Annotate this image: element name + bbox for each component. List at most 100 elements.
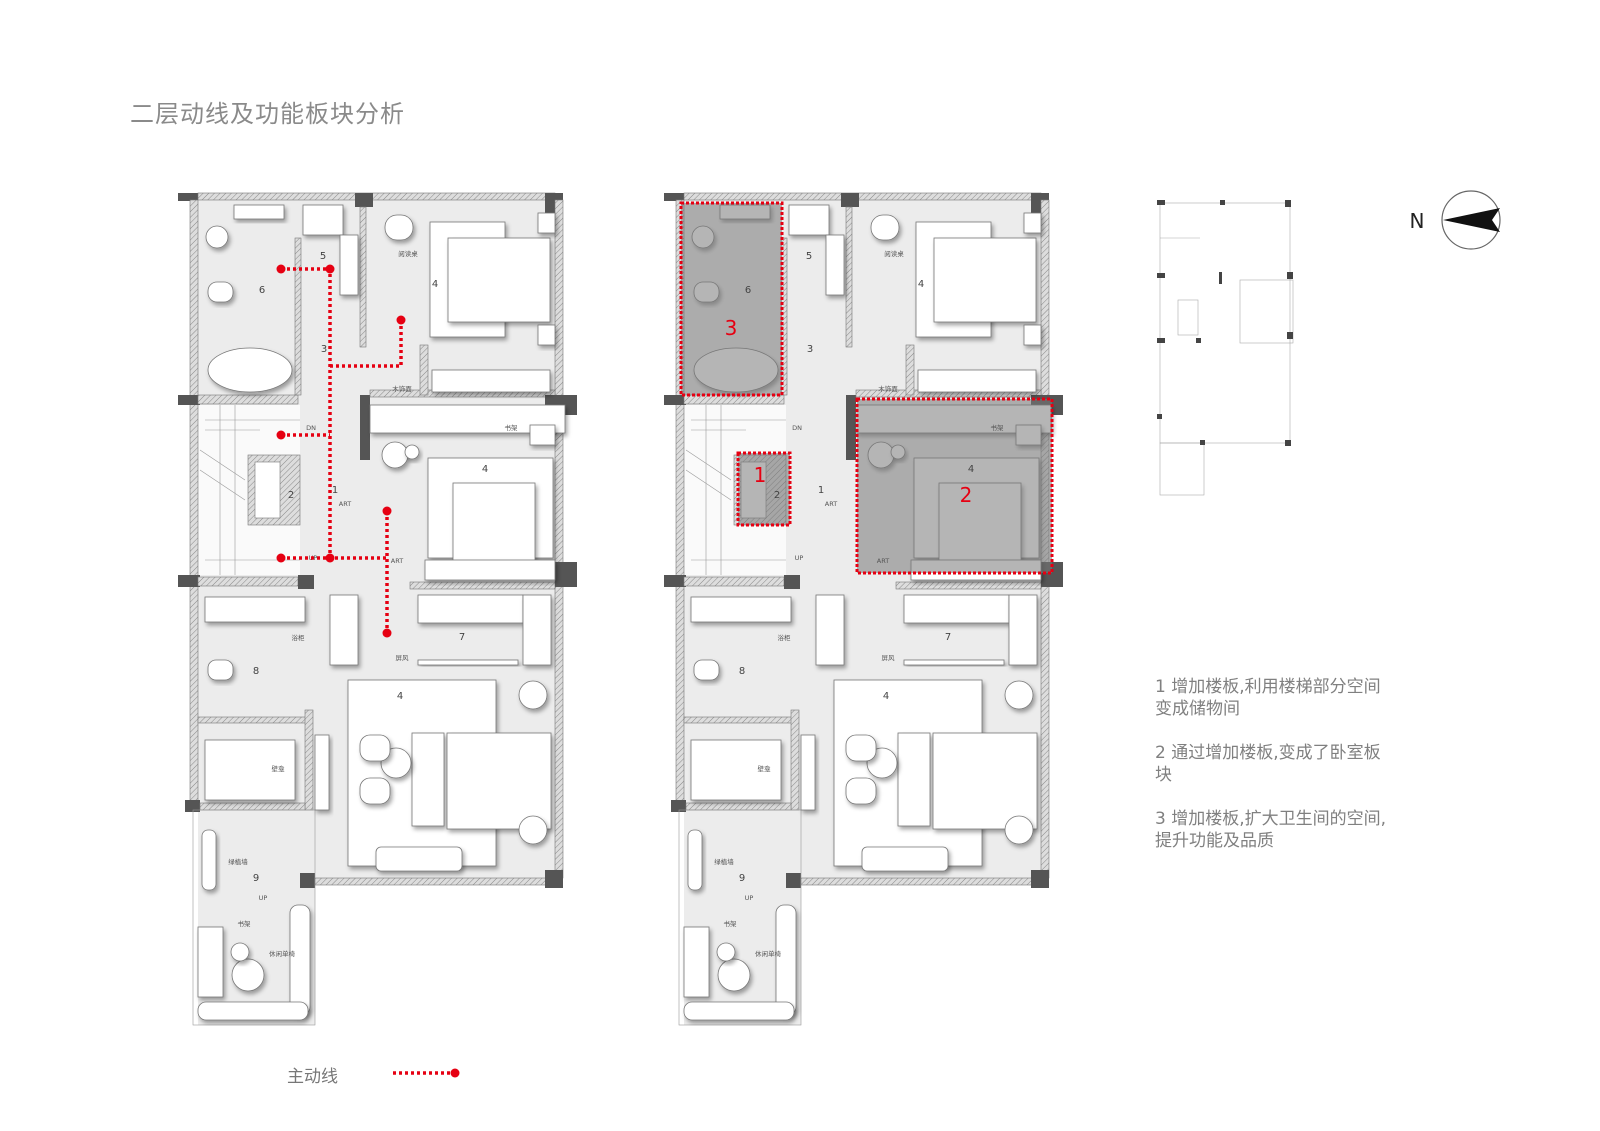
wardrobe xyxy=(431,369,551,393)
furniture-label: 壁龛 xyxy=(272,764,286,773)
column xyxy=(178,575,200,587)
cabinet xyxy=(825,234,845,296)
bookshelf xyxy=(683,926,710,998)
art-label: ART xyxy=(391,557,403,565)
side-table xyxy=(518,815,548,845)
vanity xyxy=(204,596,306,623)
side-table xyxy=(404,444,420,460)
room-number: 6 xyxy=(745,285,751,296)
headboard-cabinet xyxy=(424,559,556,581)
wall xyxy=(197,192,556,201)
furniture-label: 阅读桌 xyxy=(398,249,418,258)
art-label: ART xyxy=(825,500,837,508)
column xyxy=(178,395,200,405)
wall xyxy=(685,802,792,811)
green-wall xyxy=(201,829,217,891)
art-label: ART xyxy=(339,500,351,508)
furniture-label: 浴柜 xyxy=(778,633,792,642)
furniture-label: 阅读桌 xyxy=(884,249,904,258)
wall xyxy=(800,877,1042,886)
armchair xyxy=(845,734,877,762)
zone-label: 3 xyxy=(725,316,738,340)
room-number: 1 xyxy=(332,485,338,496)
niche-cabinet xyxy=(690,739,782,801)
room-number: 4 xyxy=(482,464,488,475)
column xyxy=(545,870,563,888)
room-number: 7 xyxy=(945,632,951,643)
furniture-label: 屏风 xyxy=(396,654,410,662)
furniture-label: 休闲单椅 xyxy=(755,949,782,958)
route-dot xyxy=(325,553,335,563)
wall xyxy=(664,193,684,201)
stair-label: UP xyxy=(259,894,268,902)
north-compass: N xyxy=(1410,190,1501,250)
furniture-label: 书架 xyxy=(724,919,738,928)
toilet xyxy=(207,281,234,303)
wardrobe xyxy=(522,594,552,666)
wall xyxy=(846,395,856,460)
wall xyxy=(189,199,199,811)
column xyxy=(786,873,801,888)
wardrobe xyxy=(903,594,1010,624)
room-number: 5 xyxy=(806,251,812,262)
wall xyxy=(197,394,299,405)
route-dot xyxy=(382,628,392,638)
wall xyxy=(683,192,1042,201)
bookshelf xyxy=(197,926,224,998)
room-number: 3 xyxy=(807,344,813,355)
bed xyxy=(932,732,1038,830)
route-dot xyxy=(325,264,335,274)
column xyxy=(300,873,315,888)
side-table xyxy=(1004,815,1034,845)
niche-cabinet xyxy=(204,739,296,801)
room-number: 1 xyxy=(818,485,824,496)
leisure-chair xyxy=(231,958,265,992)
compass-north-label: N xyxy=(1410,209,1425,233)
wardrobe xyxy=(1008,594,1038,666)
route-dot xyxy=(396,315,406,325)
screen xyxy=(903,659,1005,666)
main-circulation-route xyxy=(276,264,406,638)
wall xyxy=(360,395,370,460)
armchair xyxy=(845,777,877,805)
route-dot xyxy=(276,430,286,440)
tv-bench xyxy=(861,846,949,872)
note-2: 2 通过增加楼板,变成了卧室板块 xyxy=(1155,743,1381,785)
wall xyxy=(314,877,556,886)
room-number: 3 xyxy=(321,344,327,355)
zone-3-bathroom xyxy=(679,201,784,397)
basin xyxy=(205,225,229,249)
zone-2-bedroom xyxy=(855,397,1054,575)
wardrobe xyxy=(417,594,524,624)
wall xyxy=(554,199,564,879)
page-title: 二层动线及功能板块分析 xyxy=(130,100,405,128)
bed xyxy=(446,732,552,830)
furniture-label: 书架 xyxy=(505,423,519,432)
furniture-label: 木饰面 xyxy=(878,384,898,393)
bench xyxy=(897,732,931,827)
legend-label: 主动线 xyxy=(287,1067,338,1087)
planters xyxy=(197,1001,309,1021)
nightstand xyxy=(537,212,556,234)
wardrobe xyxy=(329,594,359,666)
furniture-label: 浴柜 xyxy=(292,633,306,642)
green-wall xyxy=(687,829,703,891)
art-label: ART xyxy=(877,557,889,565)
room-number: 8 xyxy=(253,666,259,677)
balcony-rail xyxy=(192,809,316,1026)
room-number: 4 xyxy=(883,691,889,702)
bed xyxy=(452,482,536,562)
column xyxy=(664,395,686,405)
stair-label: DN xyxy=(792,424,802,432)
bed xyxy=(447,237,551,323)
stair-label: UP xyxy=(745,894,754,902)
furniture-label: 壁龛 xyxy=(758,764,772,773)
wall xyxy=(905,344,915,396)
stair-label: UP xyxy=(795,554,804,562)
route-dot xyxy=(276,553,286,563)
zone-1-storage xyxy=(736,451,792,527)
planters xyxy=(289,904,311,1016)
side-table xyxy=(1004,680,1034,710)
cabinet xyxy=(800,734,816,811)
wall xyxy=(359,206,367,348)
